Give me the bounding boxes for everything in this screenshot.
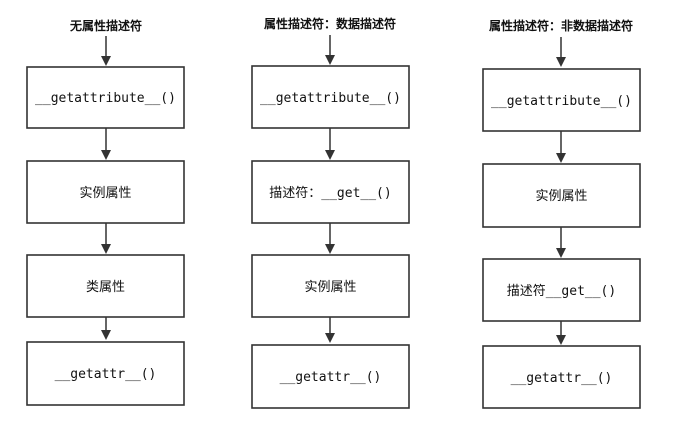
svg-text:实例属性: 实例属性 [79,186,131,201]
box-instance-attribute: 实例属性 [482,163,641,228]
svg-text:类属性: 类属性 [86,280,125,295]
arrow-head [556,335,566,345]
box-instance-attribute: 实例属性 [26,160,185,224]
svg-text:实例属性: 实例属性 [535,189,587,204]
box-descriptor-get: 描述符__get__() [482,258,641,322]
box-instance-attribute: 实例属性 [251,254,410,318]
box-getattr: __getattr__() [251,344,410,409]
box-getattr: __getattr__() [26,341,185,406]
column-title: 属性描述符：非数据描述符 [489,18,633,33]
svg-text:__getattribute__(): __getattribute__() [260,91,401,106]
arrow-head [556,153,566,163]
box-getattribute: __getattribute__() [482,68,641,132]
arrow-head [101,56,111,66]
box-getattribute: __getattribute__() [26,66,185,129]
box-descriptor-get: 描述符：__get__() [251,160,410,224]
column-data-descriptor: 属性描述符：数据描述符 __getattribute__() 描述符：__get… [251,16,410,409]
column-title: 属性描述符：数据描述符 [264,16,396,31]
column-non-data-descriptor: 属性描述符：非数据描述符 __getattribute__() 实例属性 描述符… [482,18,641,409]
arrow-head [101,150,111,160]
svg-text:描述符__get__(): 描述符__get__() [507,283,616,299]
arrow-head [325,244,335,254]
box-getattribute: __getattribute__() [251,65,410,129]
arrow-head [325,333,335,343]
svg-text:__getattribute__(): __getattribute__() [35,91,176,106]
arrow-head [325,150,335,160]
svg-text:__getattr__(): __getattr__() [55,367,157,382]
svg-text:描述符：__get__(): 描述符：__get__() [269,185,391,201]
svg-text:__getattr__(): __getattr__() [511,371,613,386]
column-no-descriptor: 无属性描述符 __getattribute__() 实例属性 类属性 __get… [26,18,185,406]
arrow-head [556,248,566,258]
box-getattr: __getattr__() [482,345,641,409]
box-class-attribute: 类属性 [26,254,185,318]
svg-text:__getattribute__(): __getattribute__() [491,94,632,109]
column-title: 无属性描述符 [69,18,142,33]
arrow-head [556,57,566,67]
svg-text:__getattr__(): __getattr__() [280,370,382,385]
arrow-head [101,244,111,254]
arrow-head [101,330,111,340]
arrow-head [325,55,335,65]
svg-text:实例属性: 实例属性 [304,280,356,295]
